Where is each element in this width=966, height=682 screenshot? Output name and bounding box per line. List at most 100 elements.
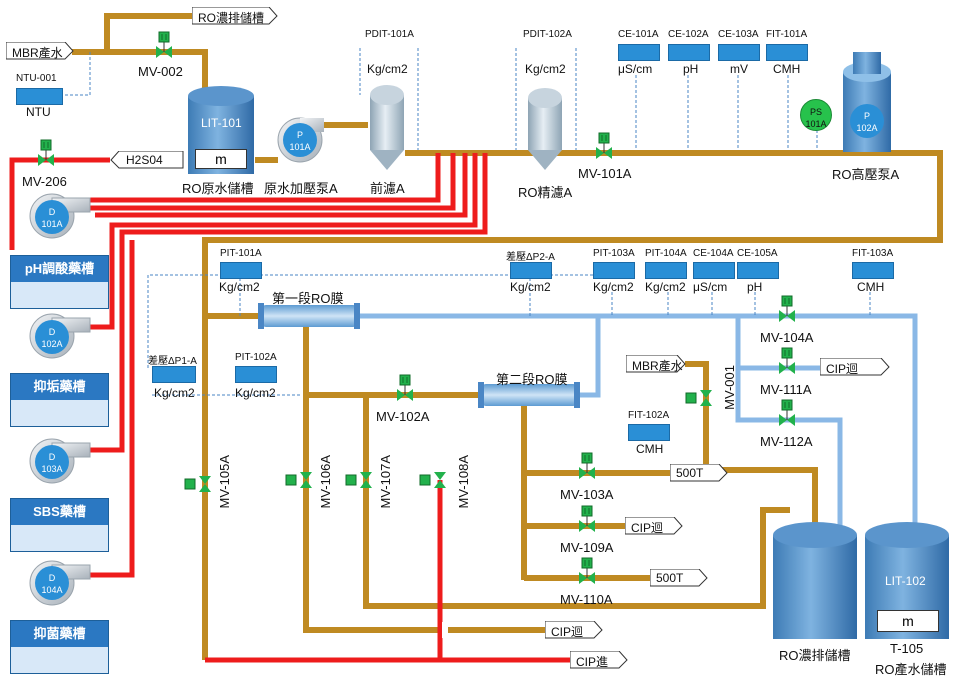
inst-pit101a-display[interactable] bbox=[220, 262, 262, 279]
inst-ntu-display[interactable] bbox=[16, 88, 63, 105]
dosing-panel-sbs-title: SBS藥槽 bbox=[11, 499, 108, 525]
valve-mv206[interactable] bbox=[34, 138, 58, 168]
inst-ce102a-display[interactable] bbox=[668, 44, 710, 61]
inst-pit102a-name: PIT-102A bbox=[235, 352, 277, 363]
inst-fit103a-display[interactable] bbox=[852, 262, 894, 279]
inst-dp2a-unit: Kg/cm2 bbox=[510, 280, 551, 294]
inst-pit103a-display[interactable] bbox=[593, 262, 635, 279]
flag-label: H2S04 bbox=[126, 153, 163, 167]
flag-t500-2[interactable]: 500T bbox=[650, 569, 708, 587]
flag-cip-return-1[interactable]: CIP迴 bbox=[820, 358, 890, 376]
valve-mv001[interactable] bbox=[685, 376, 718, 406]
inst-pdit102a-name: PDIT-102A bbox=[523, 29, 572, 40]
valve-mv104a[interactable] bbox=[775, 294, 799, 324]
flag-label: CIP迴 bbox=[826, 362, 859, 376]
inst-ce103a-unit: mV bbox=[730, 62, 748, 76]
dosing-panel-biocide-title: 抑菌藥槽 bbox=[11, 621, 108, 647]
inst-ce103a-name: CE-103A bbox=[718, 29, 759, 40]
valve-mv107a[interactable] bbox=[345, 458, 378, 488]
lit102-tag: LIT-102 bbox=[885, 574, 926, 588]
valve-mv101a[interactable] bbox=[592, 131, 616, 161]
inst-fit102a-display[interactable] bbox=[628, 424, 670, 441]
flag-cip-return-2[interactable]: CIP迴 bbox=[625, 517, 683, 535]
inst-fit103a-unit: CMH bbox=[857, 280, 885, 294]
inst-ce105a-name: CE-105A bbox=[737, 248, 778, 259]
pump101a-label: 原水加壓泵A bbox=[264, 181, 338, 196]
valve-icon bbox=[419, 472, 446, 488]
dosing-panel-sbs[interactable]: SBS藥槽 bbox=[10, 498, 109, 552]
flag-mbr-in-mid[interactable]: MBR產水 bbox=[626, 355, 686, 373]
inst-ce103a-display[interactable] bbox=[718, 44, 760, 61]
valve-mv101a-label: MV-101A bbox=[578, 166, 632, 181]
inst-pit102a-display[interactable] bbox=[235, 366, 277, 383]
inst-ce104a-unit: μS/cm bbox=[693, 280, 728, 294]
chemical-pipes bbox=[9, 153, 570, 663]
valve-mv112a[interactable] bbox=[775, 398, 799, 428]
dosing-panel-antiscalant[interactable]: 抑垢藥槽 bbox=[10, 373, 109, 427]
valve-mv103a[interactable] bbox=[575, 451, 599, 481]
inst-pit101a-name: PIT-101A bbox=[220, 248, 262, 259]
valve-icon bbox=[779, 399, 795, 426]
valve-mv103a-label: MV-103A bbox=[560, 487, 614, 502]
inst-pit101a-unit: Kg/cm2 bbox=[219, 280, 260, 294]
flag-label: CIP迴 bbox=[551, 625, 584, 639]
valve-mv106a[interactable] bbox=[285, 458, 318, 488]
inst-pit103a-name: PIT-103A bbox=[593, 248, 635, 259]
valve-mv111a[interactable] bbox=[775, 346, 799, 376]
inst-ce101a-unit: μS/cm bbox=[618, 62, 653, 76]
inst-ce104a-name: CE-104A bbox=[693, 248, 734, 259]
flag-h2s04[interactable]: H2S04 bbox=[110, 151, 184, 169]
valve-mv002[interactable] bbox=[152, 30, 176, 60]
inst-ntu-unit: NTU bbox=[26, 105, 51, 119]
inst-ce102a-name: CE-102A bbox=[668, 29, 709, 40]
inst-dp1a-display[interactable] bbox=[152, 366, 196, 383]
valve-mv102a[interactable] bbox=[393, 373, 417, 403]
flag-ro-waste-top[interactable]: RO濃排儲槽 bbox=[192, 7, 278, 25]
inst-pit104a-name: PIT-104A bbox=[645, 248, 687, 259]
lit101-readout[interactable]: m bbox=[195, 149, 247, 169]
inst-pdit102a-unit: Kg/cm2 bbox=[525, 62, 566, 76]
flag-label: CIP迴 bbox=[631, 521, 664, 535]
valve-mv002-label: MV-002 bbox=[138, 64, 183, 79]
inst-fit101a-name: FIT-101A bbox=[766, 29, 808, 40]
valve-icon bbox=[345, 472, 372, 488]
dosing-panel-ph[interactable]: pH調酸藥槽 bbox=[10, 255, 109, 309]
inst-pit104a-display[interactable] bbox=[645, 262, 687, 279]
lit101-tag: LIT-101 bbox=[201, 116, 242, 130]
valve-mv108a[interactable] bbox=[419, 458, 452, 488]
flag-cip-return-3[interactable]: CIP迴 bbox=[545, 621, 603, 639]
valve-icon bbox=[779, 295, 795, 322]
valve-icon bbox=[596, 132, 612, 159]
lit102-readout[interactable]: m bbox=[877, 610, 939, 632]
inst-pit102a-unit: Kg/cm2 bbox=[235, 386, 276, 400]
inst-fit103a-name: FIT-103A bbox=[852, 248, 894, 259]
valve-mv112a-label: MV-112A bbox=[760, 434, 813, 449]
membrane2-label: 第二段RO膜 bbox=[496, 372, 568, 387]
flag-label: 500T bbox=[656, 571, 684, 585]
flag-mbr-in-top[interactable]: MBR產水 bbox=[6, 42, 74, 60]
dosing-panel-biocide[interactable]: 抑菌藥槽 bbox=[10, 620, 109, 674]
valve-mv109a[interactable] bbox=[575, 504, 599, 534]
inst-ce101a-display[interactable] bbox=[618, 44, 660, 61]
inst-fit101a-display[interactable] bbox=[766, 44, 808, 61]
flag-t500-1[interactable]: 500T bbox=[670, 464, 728, 482]
flag-cip-in[interactable]: CIP進 bbox=[570, 651, 628, 669]
inst-fit102a-unit: CMH bbox=[636, 442, 664, 456]
valve-icon bbox=[285, 472, 312, 488]
inst-ce105a-display[interactable] bbox=[737, 262, 779, 279]
inst-ce104a-display[interactable] bbox=[693, 262, 735, 279]
inst-dp2a-display[interactable] bbox=[510, 262, 552, 279]
valve-mv105a[interactable] bbox=[184, 462, 217, 492]
valve-mv102a-label: MV-102A bbox=[376, 409, 430, 424]
valve-mv110a[interactable] bbox=[575, 556, 599, 586]
flag-label: CIP進 bbox=[576, 655, 609, 669]
flag-label: MBR產水 bbox=[12, 46, 63, 60]
flag-label: 500T bbox=[676, 466, 704, 480]
